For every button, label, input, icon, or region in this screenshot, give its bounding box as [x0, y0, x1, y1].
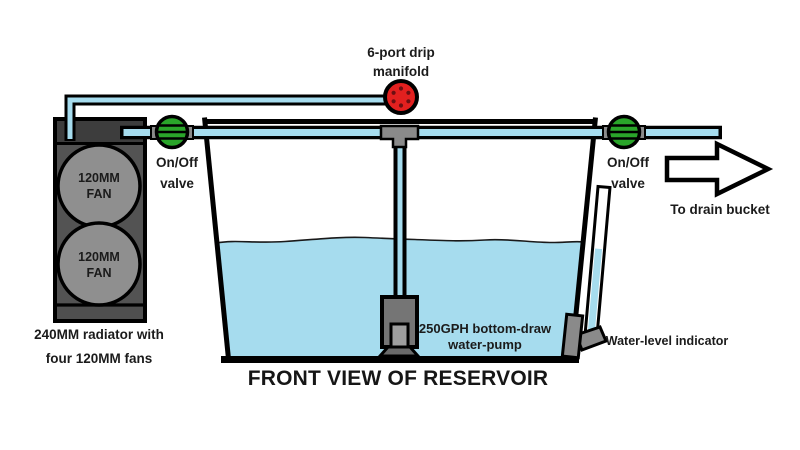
radiator [53, 117, 147, 323]
tee-fitting-icon [379, 124, 420, 149]
fan-2-label: 120MM FAN [78, 250, 120, 280]
diagram-title: FRONT VIEW OF RESERVOIR [247, 367, 549, 390]
manifold-label: 6-port drip manifold [367, 45, 435, 79]
water-level-tube-icon [560, 184, 612, 360]
fan-2-icon [56, 221, 142, 307]
drip-manifold-icon [383, 79, 419, 115]
pump-label: 250GPH bottom-draw water-pump [418, 321, 552, 352]
fan-1-label: 120MM FAN [78, 171, 120, 201]
drain-arrow-icon [664, 140, 774, 198]
valve-left-label: On/Off valve [156, 155, 198, 191]
radiator-label: 240MM radiator with four 120MM fans [34, 327, 164, 366]
water-pump-icon [376, 295, 422, 358]
on-off-valve-right-icon [606, 114, 642, 150]
reservoir-left-wall [202, 117, 231, 360]
drain-label: To drain bucket [670, 202, 770, 217]
water-level-indicator-label: Water-level indicator [605, 334, 729, 348]
pipe-radiator-to-manifold [64, 94, 386, 141]
valve-right-label: On/Off valve [607, 155, 649, 191]
water-surface-line [216, 236, 585, 244]
tube-wall-fitting-icon [560, 312, 585, 360]
on-off-valve-left-icon [154, 114, 190, 150]
